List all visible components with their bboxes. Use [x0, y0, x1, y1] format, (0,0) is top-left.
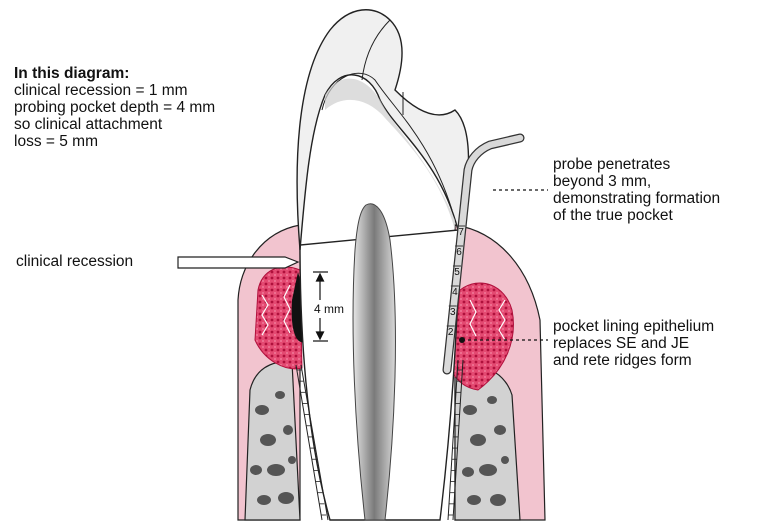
bone-trabecula [463, 405, 477, 415]
bone-trabecula [462, 467, 474, 477]
bone-trabecula [470, 434, 486, 446]
four-mm-label: 4 mm [314, 302, 344, 316]
intro-text: In this diagram: clinical recession = 1 … [14, 65, 215, 150]
bone-trabecula [487, 396, 497, 404]
bone-trabecula [494, 425, 506, 435]
probe-label-line: demonstrating formation [553, 190, 720, 207]
bone-trabecula [278, 492, 294, 504]
probe-mark-label: 2 [448, 327, 454, 338]
bone-trabecula [501, 456, 509, 464]
bone-trabecula [479, 464, 497, 476]
bone-trabecula [490, 494, 506, 506]
intro-line: so clinical attachment [14, 116, 215, 133]
bone-trabecula [257, 495, 271, 505]
bone-trabecula [260, 434, 276, 446]
intro-line: loss = 5 mm [14, 133, 215, 150]
bone-trabecula [275, 391, 285, 399]
bone-trabecula [288, 456, 296, 464]
probe-mark-label: 3 [450, 307, 456, 318]
bone-trabecula [283, 425, 293, 435]
intro-title: In this diagram: [14, 65, 215, 82]
bone-trabecula [255, 405, 269, 415]
epithelium-label-line: replaces SE and JE [553, 335, 714, 352]
intro-line: clinical recession = 1 mm [14, 82, 215, 99]
bone-trabecula [267, 464, 285, 476]
intro-line: probing pocket depth = 4 mm [14, 99, 215, 116]
epithelium-label: pocket lining epithelium replaces SE and… [553, 318, 714, 369]
probe-label-line: beyond 3 mm, [553, 173, 720, 190]
epithelium-label-line: pocket lining epithelium [553, 318, 714, 335]
clinical-recession-label: clinical recession [16, 253, 133, 270]
probe-label-line: of the true pocket [553, 207, 720, 224]
probe-mark-label: 7 [458, 227, 464, 238]
probe-label-line: probe penetrates [553, 156, 720, 173]
epithelium-label-line: and rete ridges form [553, 352, 714, 369]
probe-mark-label: 5 [454, 267, 460, 278]
recession-pointer [178, 257, 298, 268]
bone-trabecula [467, 495, 481, 505]
bone-trabecula [250, 465, 262, 475]
probe-mark-label: 4 [452, 287, 458, 298]
epithelium-dot [459, 337, 465, 343]
probe-label: probe penetrates beyond 3 mm, demonstrat… [553, 156, 720, 224]
probe-mark-label: 6 [456, 247, 462, 258]
